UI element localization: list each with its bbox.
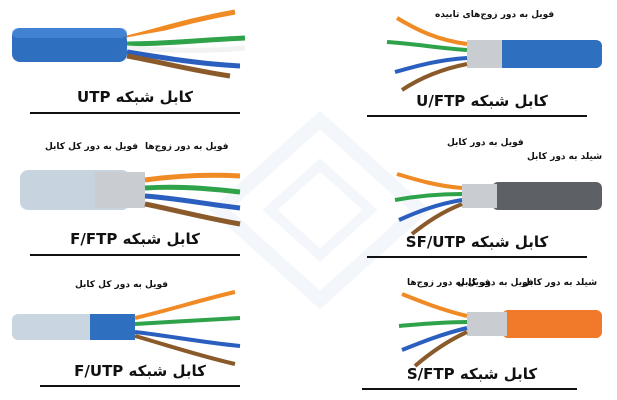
sfutp-note-cable-foil: فویل به دور کابل [447,138,524,148]
uftp-title: کابل شبکه U/FTP [416,92,548,110]
sfutp-cable-image [394,172,602,236]
fftp-title: کابل شبکه F/FTP [70,230,200,248]
panel-futp: فویل به دور کل کابل کابل شبکه F/UTP [0,270,300,395]
panel-utp: کابل شبکه UTP [0,0,300,115]
sfutp-note-cable-shield: شیلد به دور کابل [527,152,603,162]
sftp-note-cable-shield: شیلد به دور کابل [522,278,598,288]
futp-note-overall-foil: فویل به دور کل کابل [75,280,169,290]
futp-cable-image [12,290,241,366]
fftp-note-pair-foil: فویل به دور زوج‌ها [145,142,229,152]
utp-cable-image [12,9,246,79]
utp-title-underline [30,112,240,114]
sfutp-title-underline [367,256,587,258]
sftp-title-underline [362,388,577,390]
futp-title-underline [40,385,240,387]
panel-sftp: فویل به دور زوج‌ها فویل به دور کابل شیلد… [317,270,617,395]
sftp-title: کابل شبکه S/FTP [406,365,538,383]
sftp-note-cable-foil: فویل به دور کابل [457,278,534,288]
uftp-title-underline [367,115,587,117]
utp-title: کابل شبکه UTP [77,88,193,106]
sfutp-title: کابل شبکه SF/UTP [405,233,549,251]
futp-title: کابل شبکه F/UTP [74,362,206,380]
panel-sfutp: فویل به دور کابل شیلد به دور کابل کابل ش… [317,130,617,260]
fftp-title-underline [30,254,240,256]
sftp-note-pair-foil: فویل به دور زوج‌ها [407,278,491,288]
sftp-cable-image [398,292,602,368]
fftp-note-overall-foil: فویل به دور کل کابل [45,142,139,152]
fftp-cable-image [20,170,241,227]
uftp-note-pair-foil: فویل به دور زوج‌های تابیده [435,10,555,20]
panel-fftp: فویل به دور کل کابل فویل به دور زوج‌ها ک… [0,130,300,260]
panel-uftp: فویل به دور زوج‌های تابیده کابل شبکه U/F… [317,0,617,117]
uftp-cable-image [386,16,602,92]
